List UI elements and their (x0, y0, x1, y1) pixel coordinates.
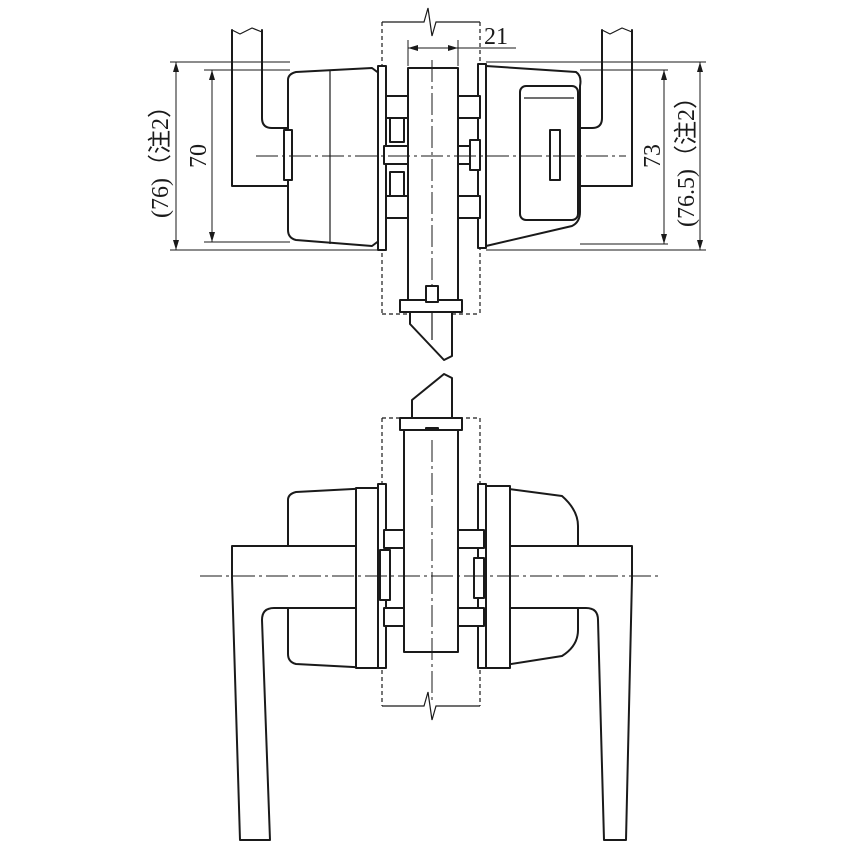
keyhole-icon (549, 129, 561, 181)
dim-21-label: 21 (484, 24, 508, 50)
left-lever-top (231, 27, 291, 187)
dimension-right: 73 (76.5)（注2） (486, 61, 706, 251)
front-view (200, 373, 660, 841)
dim-76-5-label: (76.5)（注2） (673, 85, 700, 227)
dim-76-label: (76)（注2） (147, 94, 174, 218)
dimension-left: 70 (76)（注2） (147, 61, 380, 251)
left-body-top (283, 65, 387, 251)
dim-73-label: 73 (640, 144, 666, 168)
left-lever-front (231, 545, 357, 841)
dimension-21: 21 (407, 24, 516, 66)
latch-mechanism-top (383, 67, 481, 361)
right-lever-top (571, 27, 633, 187)
right-lever-front (509, 545, 633, 841)
spindle-front (379, 429, 485, 653)
dim-70-label: 70 (186, 144, 212, 168)
top-view: 21 70 (76)（注2） (147, 7, 706, 361)
